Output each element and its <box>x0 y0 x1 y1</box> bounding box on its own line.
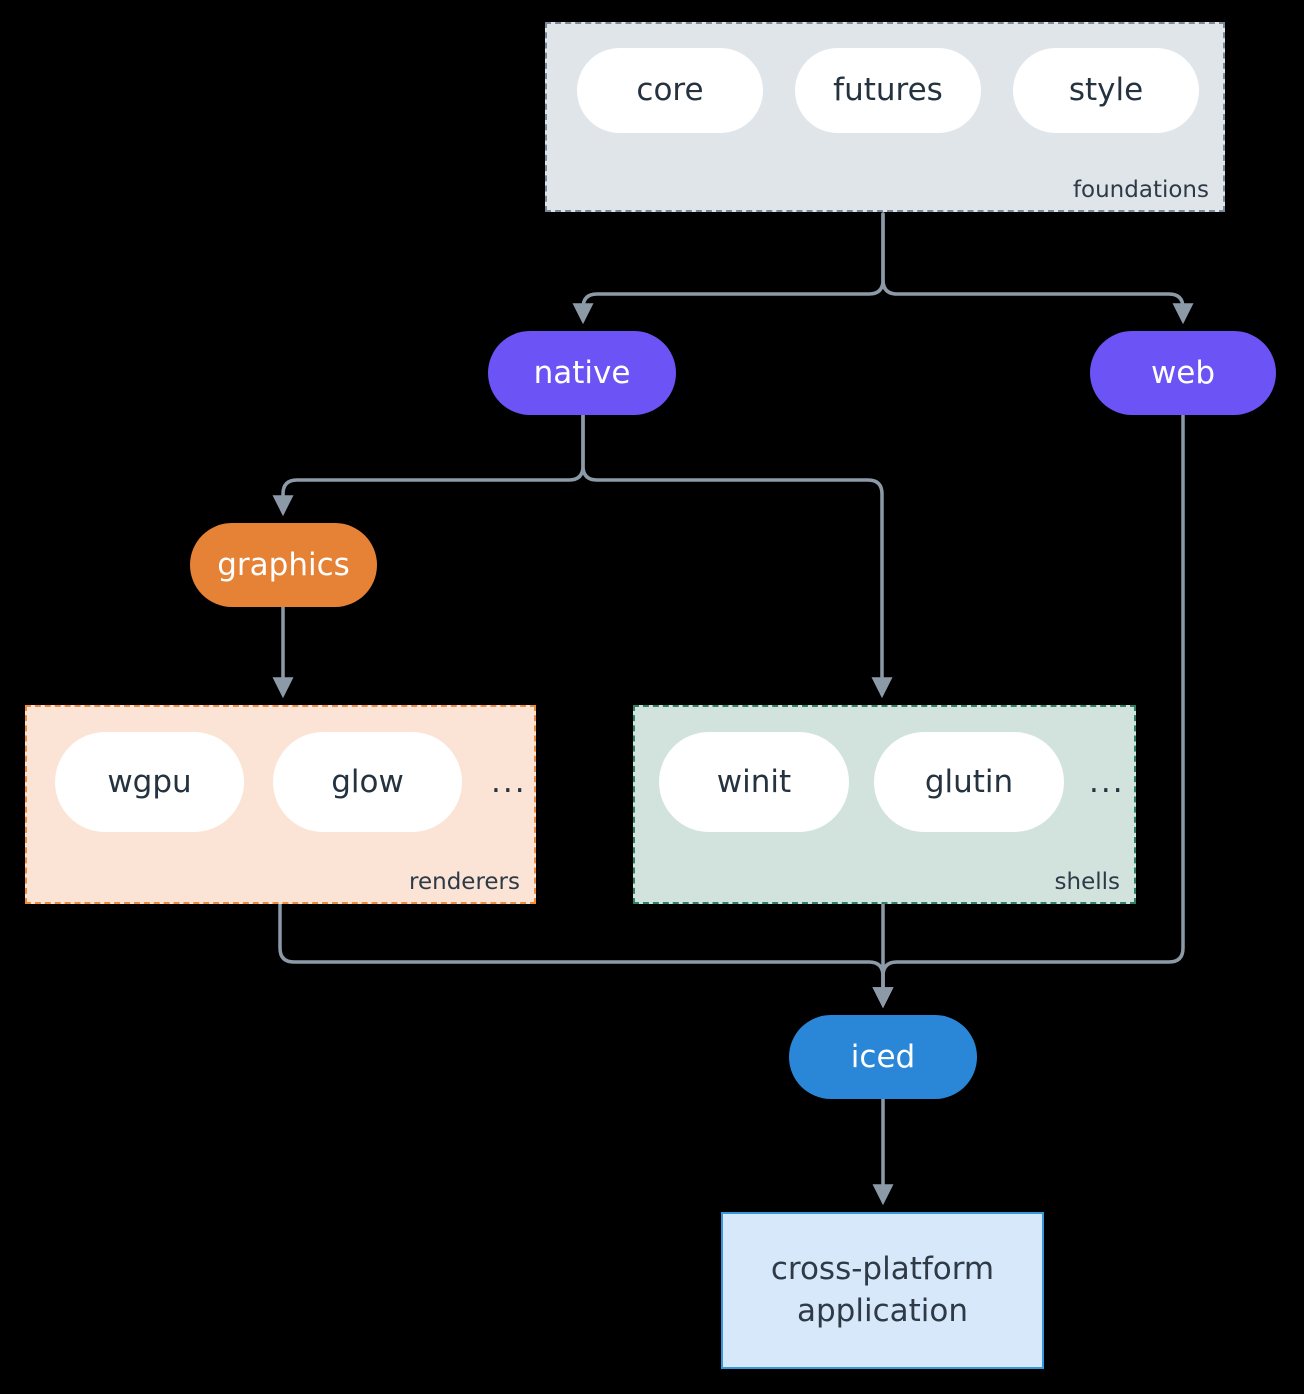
cluster-shells-label: shells <box>1054 869 1120 895</box>
shells-ellipsis: ... <box>1089 763 1125 800</box>
application-label-line1: cross-platform <box>770 1250 995 1287</box>
node-glow[interactable]: glow <box>273 732 462 832</box>
node-cross-platform-application[interactable]: cross-platform application <box>721 1212 1044 1369</box>
cluster-shells: winit glutin ... shells <box>633 705 1136 904</box>
node-wgpu-label: wgpu <box>107 763 192 800</box>
cluster-foundations: core futures style foundations <box>545 22 1225 212</box>
cluster-renderers-label: renderers <box>409 869 520 895</box>
renderers-ellipsis: ... <box>491 763 527 800</box>
node-native[interactable]: native <box>488 331 676 415</box>
shells-items: winit glutin ... <box>659 732 1125 832</box>
edge-foundations-native <box>572 212 885 325</box>
node-glutin-label: glutin <box>924 763 1014 800</box>
node-glow-label: glow <box>331 763 404 800</box>
renderers-items: wgpu glow ... <box>55 732 527 832</box>
edge-native-shells <box>581 413 893 699</box>
node-core[interactable]: core <box>577 48 763 133</box>
cluster-renderers: wgpu glow ... renderers <box>25 705 536 904</box>
node-futures-label: futures <box>833 72 943 108</box>
node-core-label: core <box>636 72 704 108</box>
node-graphics-label: graphics <box>217 546 350 583</box>
node-iced-label: iced <box>850 1038 916 1075</box>
node-web-label: web <box>1150 354 1216 391</box>
node-native-label: native <box>533 354 631 391</box>
node-web[interactable]: web <box>1090 331 1276 415</box>
foundations-items: core futures style <box>577 48 1199 133</box>
node-glutin[interactable]: glutin <box>874 732 1064 832</box>
node-iced[interactable]: iced <box>789 1015 977 1099</box>
edge-native-graphics <box>272 413 585 517</box>
edge-foundations-web <box>881 212 1194 325</box>
edge-renderers-iced <box>278 902 894 1009</box>
node-futures[interactable]: futures <box>795 48 981 133</box>
cluster-foundations-label: foundations <box>1072 177 1209 203</box>
node-winit-label: winit <box>716 763 792 800</box>
node-graphics[interactable]: graphics <box>190 523 377 607</box>
node-winit[interactable]: winit <box>659 732 849 832</box>
node-wgpu[interactable]: wgpu <box>55 732 244 832</box>
node-style-label: style <box>1068 72 1144 108</box>
node-style[interactable]: style <box>1013 48 1199 133</box>
application-label-line2: application <box>797 1292 968 1329</box>
